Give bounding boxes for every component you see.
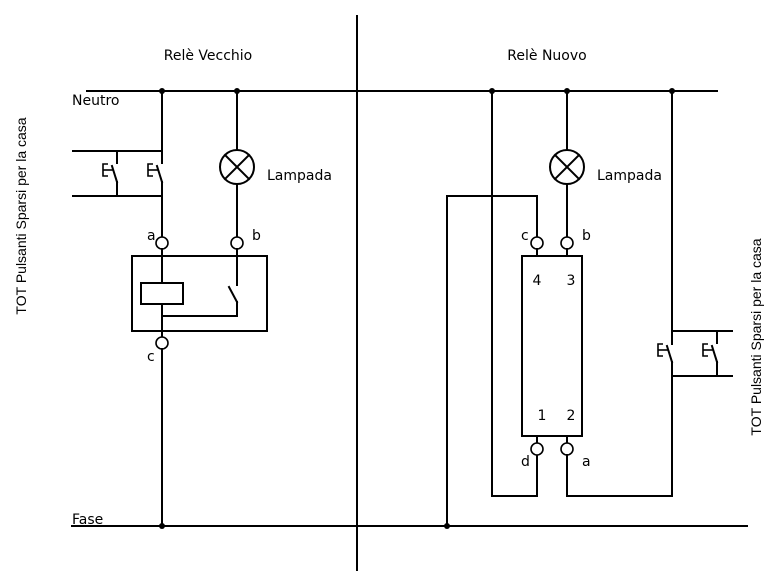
new-relay-box — [521, 255, 583, 437]
pushbutton-icon — [657, 343, 674, 377]
right-circuit: Lampada c b 4 3 1 2 d a — [444, 88, 764, 529]
pushbutton-icon — [102, 150, 119, 197]
phase-label: Fase — [72, 512, 103, 528]
left-section-title: Relè Vecchio — [164, 48, 253, 64]
pin-3-label: 3 — [567, 273, 576, 289]
lamp-icon — [549, 149, 585, 185]
terminal-d-label: d — [521, 454, 530, 470]
terminal-c-label: c — [147, 349, 155, 365]
pushbutton-icon — [147, 163, 164, 238]
terminal-a — [560, 442, 574, 456]
terminal-c — [155, 336, 169, 350]
pin-1-label: 1 — [538, 408, 547, 424]
relay-coil-icon — [140, 282, 184, 305]
right-pushbuttons-label: TOT Pulsanti Sparsi per la casa — [748, 238, 764, 435]
terminal-d — [530, 442, 544, 456]
right-section-title: Relè Nuovo — [507, 48, 586, 64]
relay-contact-icon — [227, 285, 239, 317]
terminal-a — [155, 236, 169, 250]
terminal-b-label: b — [582, 228, 591, 244]
pin-4-label: 4 — [533, 273, 542, 289]
left-circuit: Lampada a b c TOT Pulsanti Sparsi per la… — [13, 88, 332, 529]
terminal-b-label: b — [252, 228, 261, 244]
left-pushbuttons-label: TOT Pulsanti Sparsi per la casa — [13, 117, 29, 314]
terminal-a-label: a — [147, 228, 156, 244]
lamp-label: Lampada — [597, 168, 662, 184]
wire — [446, 195, 538, 527]
lamp-label: Lampada — [267, 168, 332, 184]
terminal-b — [230, 236, 244, 250]
lamp-icon — [219, 149, 255, 185]
wire — [491, 90, 538, 497]
terminal-a-label: a — [582, 454, 591, 470]
pushbutton-icon — [702, 330, 719, 377]
terminal-b — [560, 236, 574, 250]
old-relay-box — [131, 255, 268, 332]
neutral-label: Neutro — [72, 93, 119, 109]
pin-2-label: 2 — [567, 408, 576, 424]
wire — [566, 375, 673, 497]
terminal-c — [530, 236, 544, 250]
terminal-c-label: c — [521, 228, 529, 244]
